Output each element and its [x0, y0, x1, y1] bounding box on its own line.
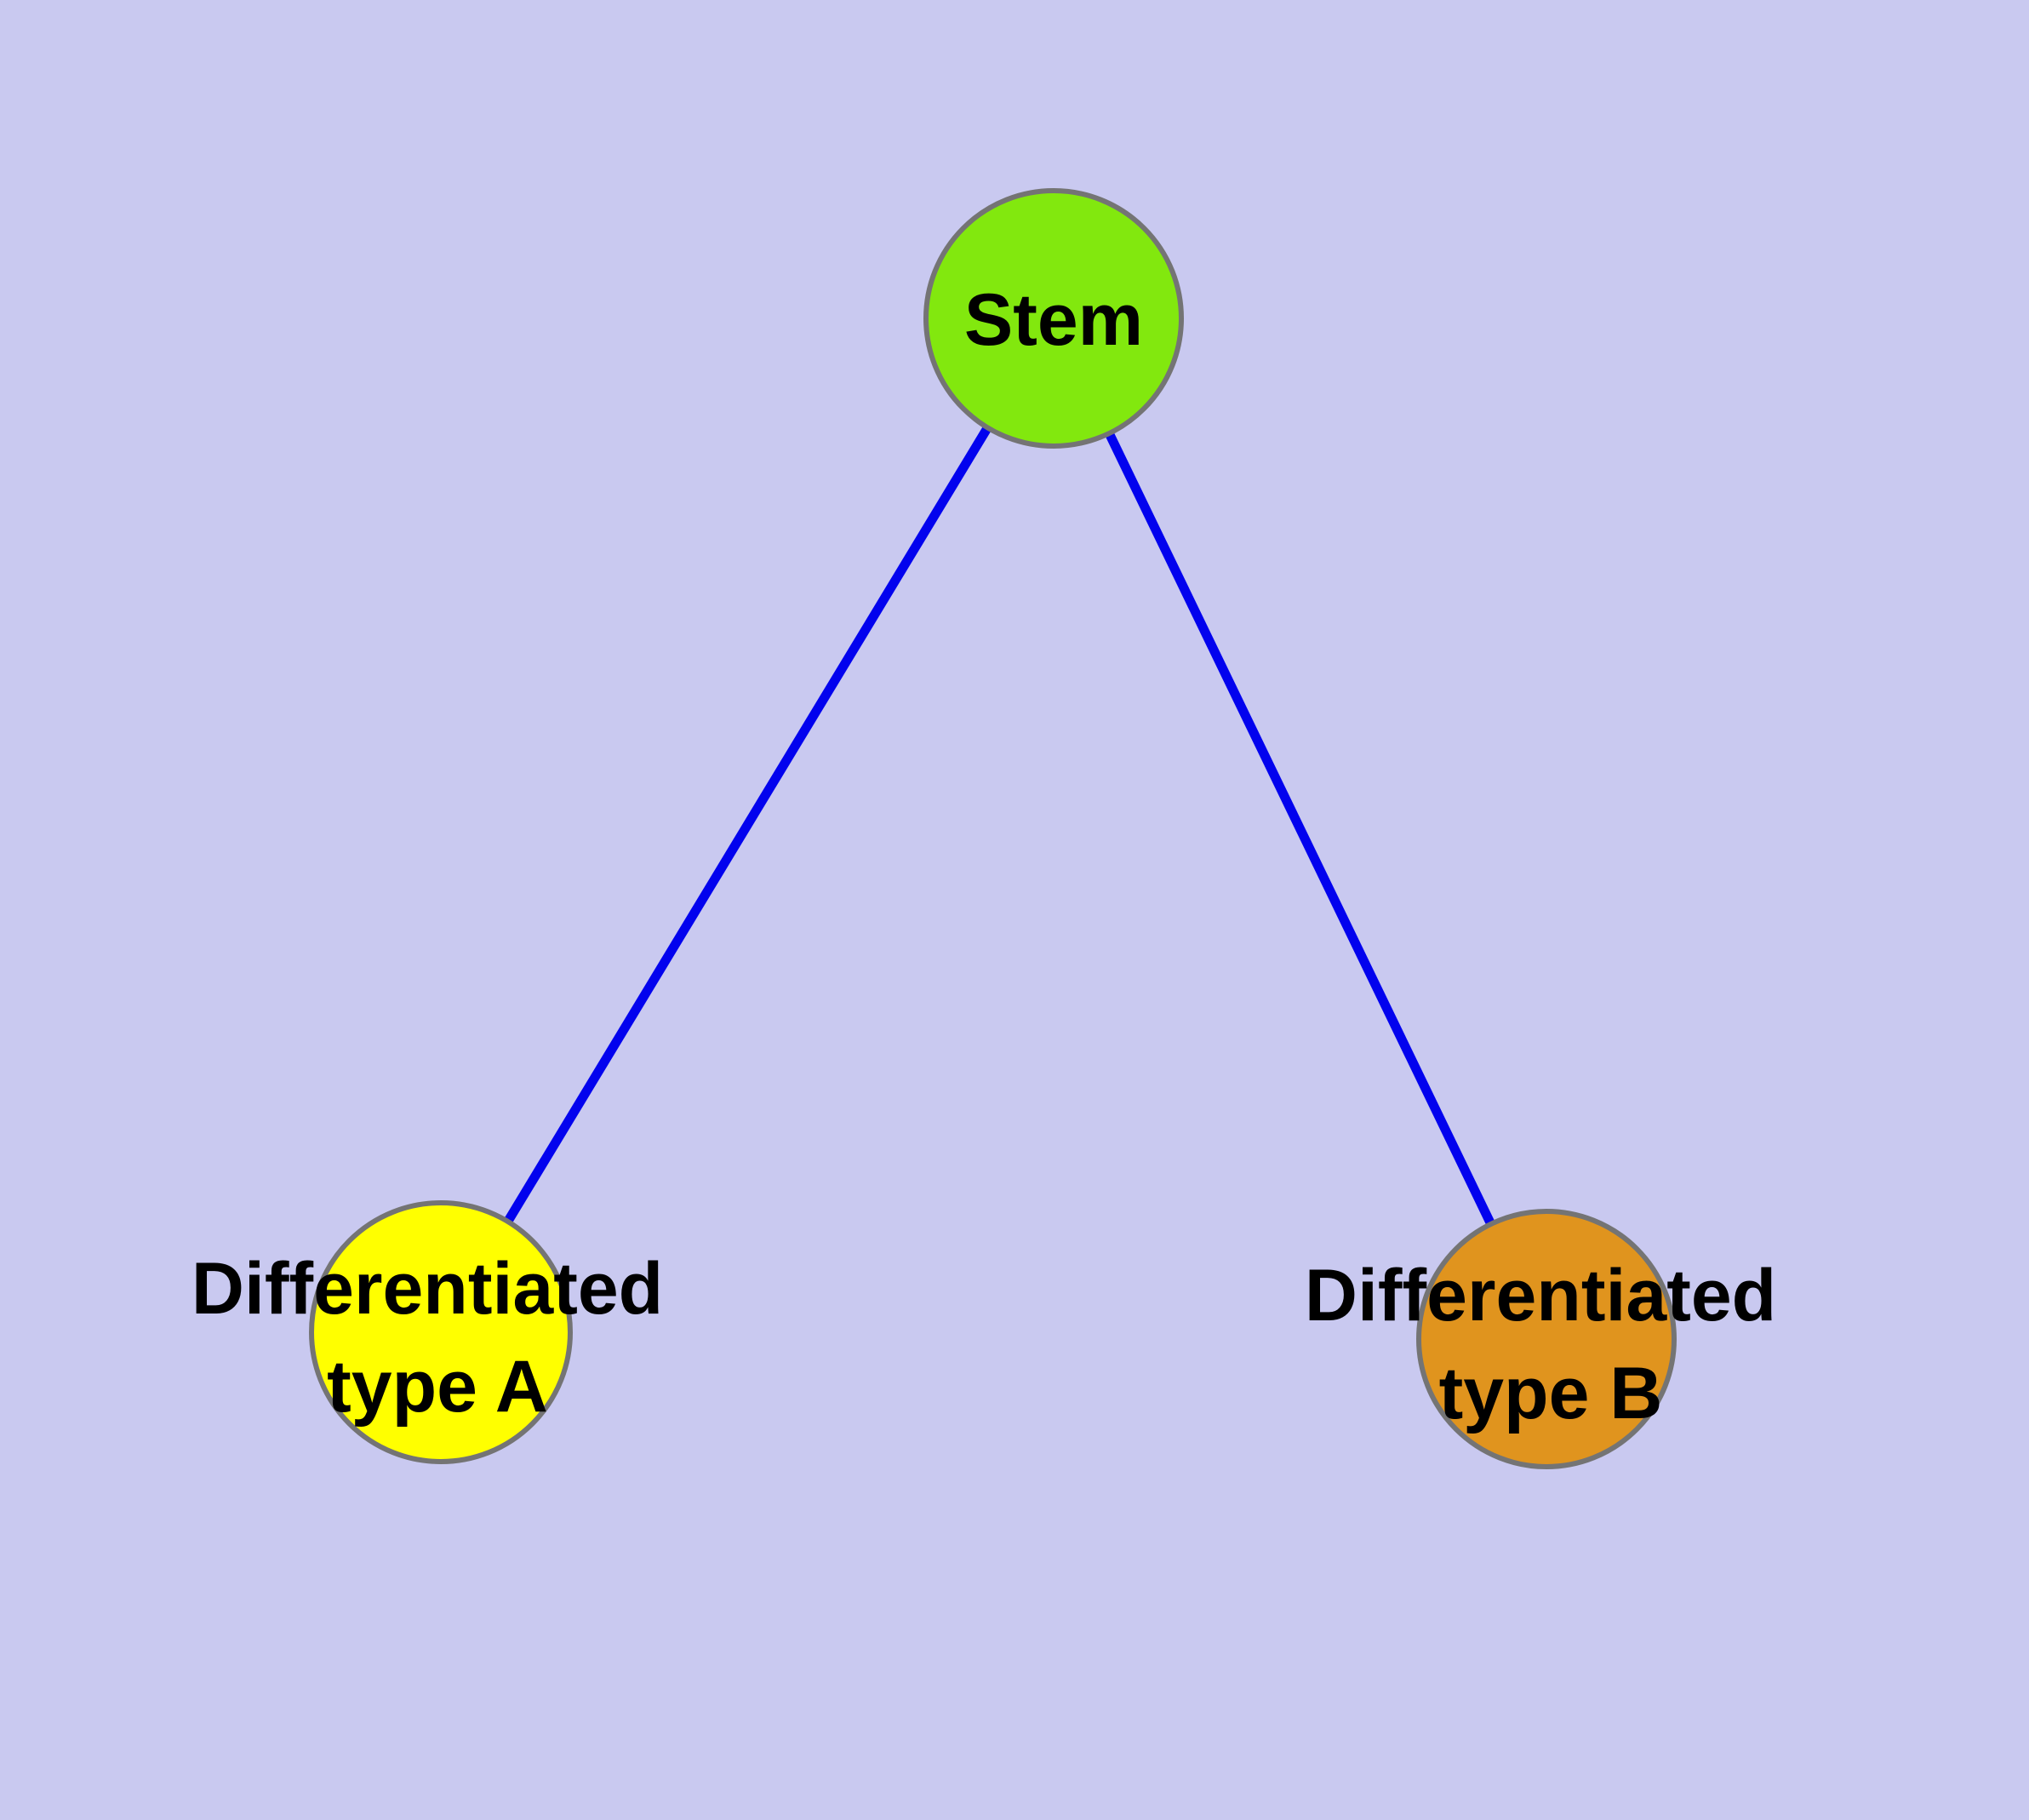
label-line-1: Differentiated [1305, 1255, 1776, 1336]
label-line-2: type A [327, 1346, 548, 1428]
edge-stem-to-type-a [437, 316, 1058, 1335]
node-stem-label: Stem [964, 279, 1143, 361]
node-differentiated-type-b [1416, 1209, 1677, 1469]
label-line-2: type B [1439, 1353, 1663, 1434]
node-differentiated-type-a-label: Differentiated type A [191, 1248, 683, 1428]
node-differentiated-type-a [309, 1200, 573, 1464]
label-line-1: Differentiated [191, 1248, 663, 1330]
node-stem [923, 188, 1184, 449]
node-differentiated-type-b-label: Differentiated type B [1305, 1255, 1797, 1434]
edge-stem-to-type-b [1049, 316, 1551, 1342]
